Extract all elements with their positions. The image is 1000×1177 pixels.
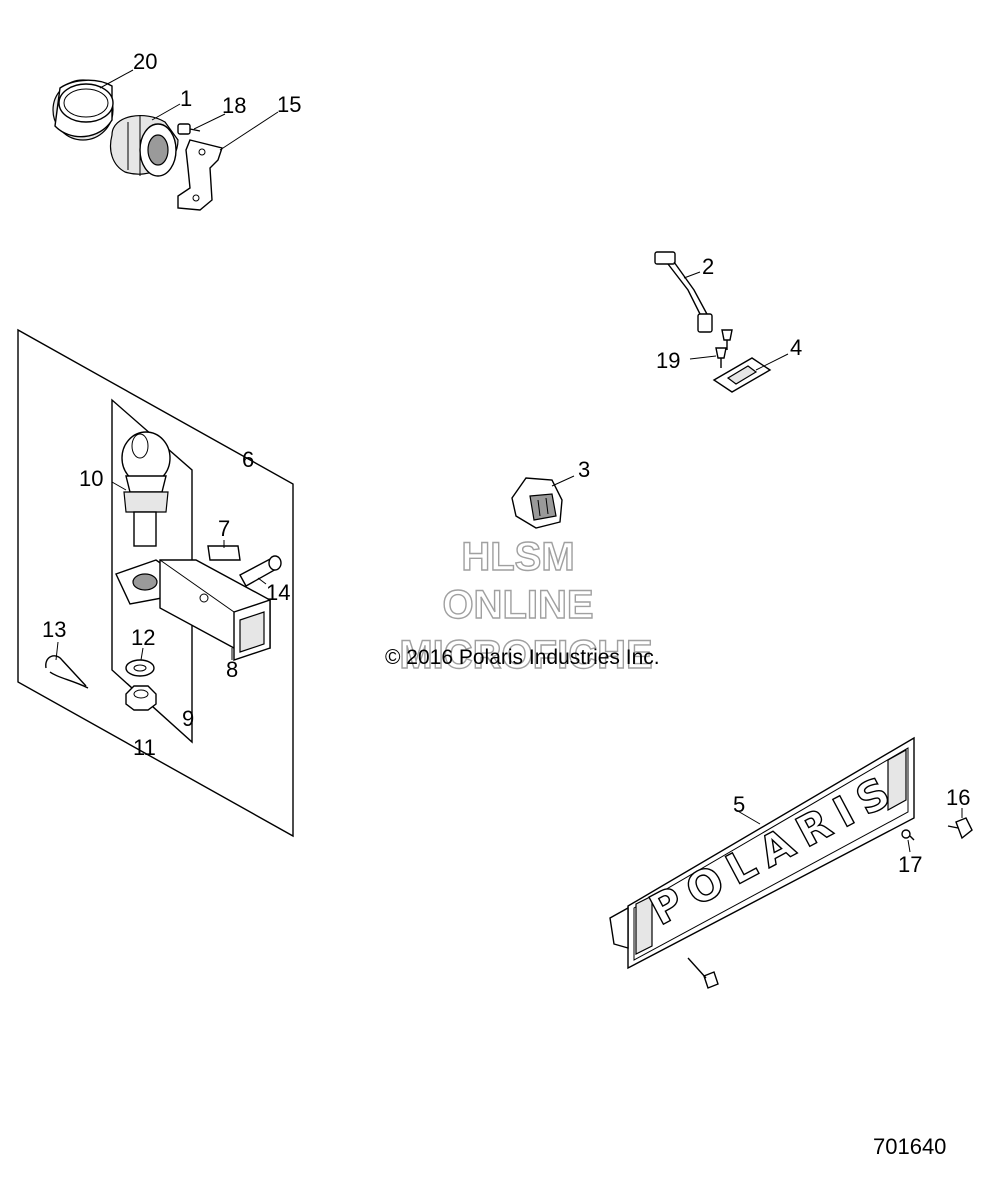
callout-12: 12 (131, 625, 155, 650)
part-20-ring (52, 79, 114, 141)
callout-17: 17 (898, 852, 922, 877)
callout-14: 14 (266, 580, 290, 605)
callout-8: 8 (226, 657, 238, 682)
part-15-bracket (177, 139, 223, 211)
callout-6: 6 (242, 447, 254, 472)
callout-3: 3 (578, 457, 590, 482)
part-12-washer (125, 659, 155, 677)
part-10-hitch-ball (121, 431, 171, 547)
assembly-box-6 (17, 328, 294, 838)
part-14-pin (239, 555, 282, 587)
part-17-screw (901, 829, 915, 841)
callout-9: 9 (182, 706, 194, 731)
copyright-notice: © 2016 Polaris Industries Inc. (385, 646, 660, 669)
callout-13: 13 (42, 617, 66, 642)
watermark-line3: MICROFICHE (399, 633, 652, 677)
callout-11: 11 (133, 735, 156, 760)
callout-16: 16 (946, 785, 970, 810)
part-7-label (207, 545, 241, 561)
callout-7: 7 (218, 516, 230, 541)
document-number: 701640 (873, 1134, 946, 1159)
part-8-drawbar (115, 559, 271, 661)
watermark-line1: HLSM (461, 535, 574, 579)
callout-1: 1 (180, 86, 192, 111)
callout-18: 18 (222, 93, 246, 118)
callout-19: 19 (656, 348, 680, 373)
plate-screw (687, 957, 719, 989)
part-13-hitch-clip (45, 655, 89, 689)
callout-5: 5 (733, 792, 745, 817)
callout-20: 20 (133, 49, 157, 74)
part-18-bolt (177, 123, 201, 135)
leader-lines (55, 69, 963, 853)
part-2-wiring-harness (654, 251, 713, 333)
part-3-connector (511, 477, 563, 529)
part-1-bearing-housing (109, 114, 179, 177)
part-19-fasteners (715, 329, 733, 368)
plate-logo-text: POLARIS (642, 763, 907, 935)
callout-15: 15 (277, 92, 301, 117)
part-11-nut (125, 685, 157, 711)
callout-4: 4 (790, 335, 802, 360)
watermark-line2: ONLINE (442, 583, 593, 627)
part-16-screw (947, 817, 973, 840)
callout-10: 10 (79, 466, 103, 491)
callout-2: 2 (702, 254, 714, 279)
part-5-polaris-plate: POLARIS (609, 736, 915, 970)
part-4-mounting-plate (712, 357, 772, 393)
